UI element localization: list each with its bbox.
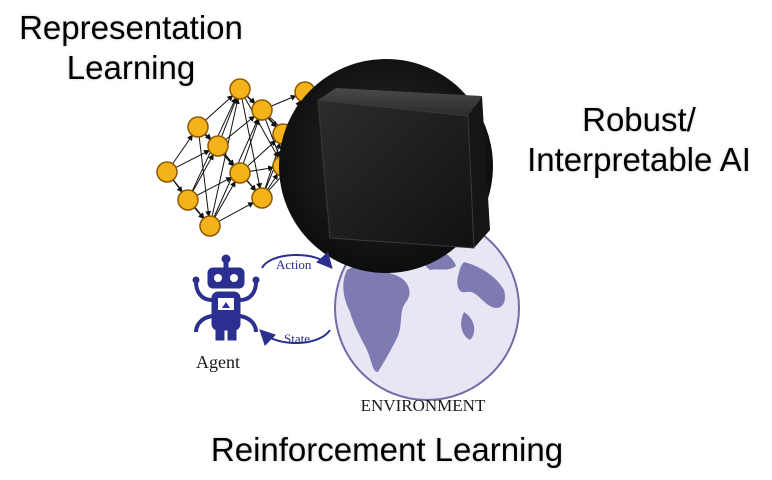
network-edge (194, 207, 205, 220)
agent-label: Agent (196, 352, 240, 372)
action-arrow (261, 251, 333, 270)
representation-learning-label: Representation Learning (19, 9, 243, 86)
network-edge (218, 202, 255, 222)
state-label: State (284, 331, 310, 346)
network-edge (205, 95, 234, 121)
network-edge (198, 136, 212, 218)
network-node (251, 187, 273, 209)
network-edge (246, 180, 257, 192)
network-node (199, 215, 221, 237)
network-edge (247, 140, 277, 167)
robot-icon (192, 254, 260, 341)
network-edge (268, 117, 278, 128)
network-node (251, 99, 273, 121)
network-edge (204, 133, 212, 140)
network-node (156, 161, 178, 183)
network-edge (271, 95, 297, 107)
network-edge (244, 97, 279, 159)
black-box-cube (279, 59, 493, 273)
network-node (207, 135, 229, 157)
action-label: Action (276, 257, 312, 272)
robust-ai-label: Robust/ Interpretable AI (527, 101, 751, 178)
network-edge (242, 118, 260, 164)
network-edge (267, 173, 279, 190)
reinforcement-learning-label: Reinforcement Learning (210, 431, 564, 468)
network-edge (192, 153, 214, 192)
network-node (229, 78, 251, 100)
network-node (177, 189, 199, 211)
network-edge (214, 180, 236, 218)
network-edge (211, 97, 240, 217)
network-node (229, 162, 251, 184)
environment-label: ENVIRONMENT (360, 396, 486, 415)
network-edge (175, 150, 210, 168)
network-edge (196, 177, 233, 196)
network-edge (246, 95, 256, 104)
network-edge (172, 134, 193, 165)
network-edge (225, 115, 256, 141)
network-edge (221, 97, 238, 137)
network-edge (249, 165, 275, 172)
network-node (187, 116, 209, 138)
state-arrow (259, 329, 331, 347)
network-edge (241, 98, 262, 190)
